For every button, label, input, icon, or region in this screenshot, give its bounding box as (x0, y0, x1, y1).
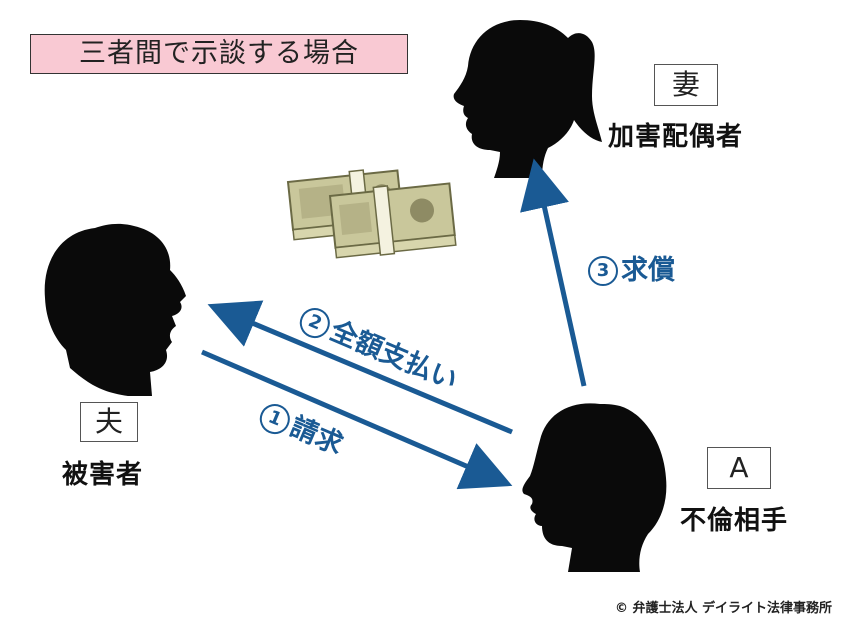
partner-silhouette-icon (522, 403, 667, 572)
reimbursement-arrow (520, 158, 587, 387)
diagram-title: 三者間で示談する場合 (30, 34, 408, 74)
banknote-bundle-icon (286, 169, 457, 259)
wife-silhouette-icon (453, 20, 602, 178)
copyright-notice: © 弁護士法人 デイライト法律事務所 (614, 601, 832, 616)
wife-tag: 妻 (654, 64, 718, 106)
reimbursement-text: 求償 (621, 255, 675, 286)
husband-silhouette-icon (44, 223, 187, 396)
step-number: 3 (588, 256, 618, 286)
husband-tag: 夫 (80, 402, 138, 442)
claim-arrow (201, 349, 513, 490)
partner-tag: A (707, 447, 771, 489)
partner-role: 不倫相手 (680, 506, 789, 536)
husband-role: 被害者 (62, 460, 144, 490)
payment-arrow (207, 300, 513, 435)
wife-role: 加害配偶者 (608, 122, 744, 152)
